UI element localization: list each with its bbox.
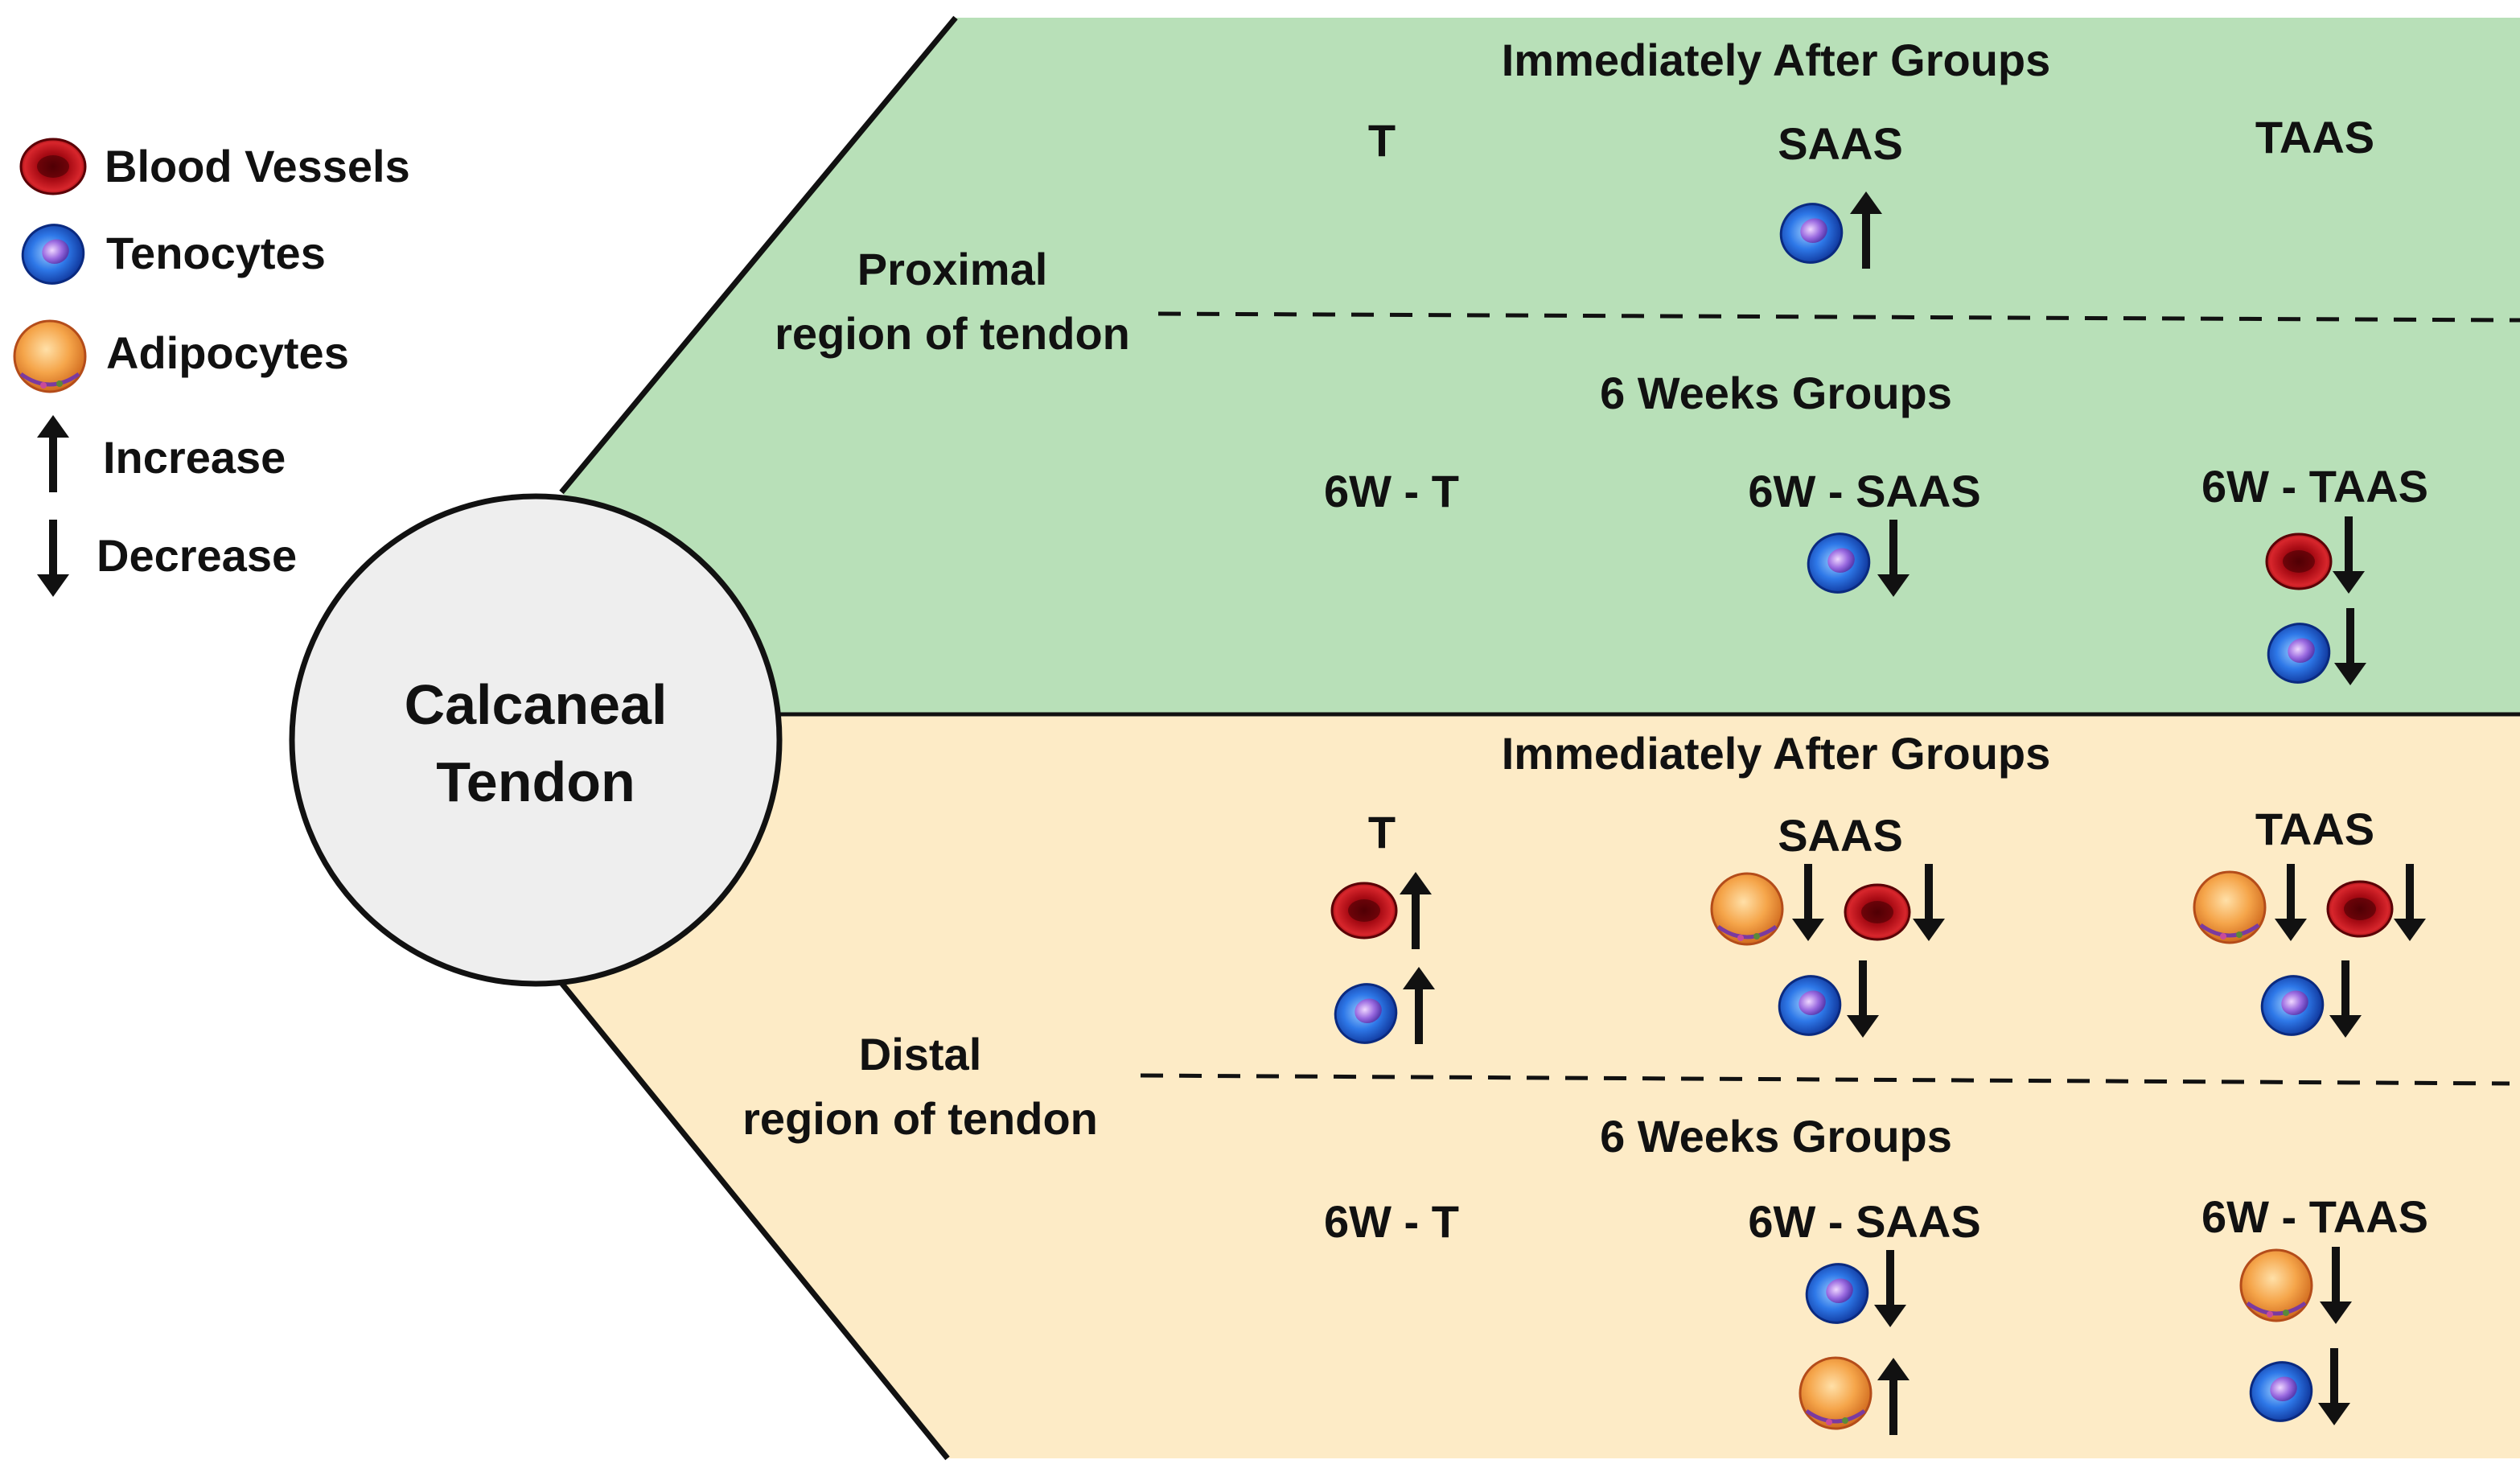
blood-vessel-icon bbox=[1330, 882, 1398, 940]
distal-immediate-group-taas: TAAS bbox=[2255, 804, 2374, 854]
tenocyte-icon bbox=[1778, 975, 1842, 1036]
increase-arrow-icon bbox=[37, 415, 69, 492]
decrease-arrow-icon bbox=[1877, 520, 1910, 597]
adipocyte-icon bbox=[1799, 1356, 1873, 1430]
legend: Blood Vessels Tenocytes Adipocytes Incre… bbox=[13, 138, 410, 597]
distal-6w-group-t: 6W - T bbox=[1324, 1196, 1459, 1247]
proximal-6w-group-t: 6W - T bbox=[1324, 466, 1459, 516]
legend-blood-vessels-label: Blood Vessels bbox=[105, 141, 410, 191]
decrease-arrow-icon bbox=[1792, 864, 1824, 941]
calcaneal-tendon-circle bbox=[289, 493, 783, 987]
distal-immediate-header: Immediately After Groups bbox=[1502, 728, 2051, 779]
proximal-region-label-line2: region of tendon bbox=[775, 308, 1130, 359]
center-label-line2: Tendon bbox=[436, 750, 635, 813]
legend-increase-label: Increase bbox=[103, 432, 286, 483]
decrease-arrow-icon bbox=[2320, 1247, 2352, 1324]
proximal-dashed-divider bbox=[1157, 311, 2520, 323]
proximal-immediate-group-saas: SAAS bbox=[1778, 118, 1903, 169]
increase-arrow-icon bbox=[1403, 967, 1435, 1044]
legend-decrease-label: Decrease bbox=[97, 530, 297, 581]
tenocyte-icon bbox=[1779, 203, 1844, 264]
decrease-arrow-icon bbox=[2329, 960, 2362, 1038]
distal-6w-group-taas: 6W - TAAS bbox=[2201, 1191, 2428, 1242]
tenocyte-icon bbox=[2249, 1361, 2313, 1422]
distal-immediate-group-t: T bbox=[1368, 807, 1396, 857]
decrease-arrow-icon bbox=[2333, 516, 2365, 594]
blood-vessel-icon bbox=[1844, 883, 1911, 941]
increase-arrow-icon bbox=[1877, 1358, 1910, 1435]
tenocyte-icon bbox=[1805, 1263, 1869, 1324]
proximal-region-panel bbox=[561, 18, 2520, 714]
decrease-arrow-icon bbox=[2394, 864, 2426, 941]
proximal-region-label-line1: Proximal bbox=[857, 244, 1048, 294]
distal-region-label-line2: region of tendon bbox=[742, 1093, 1098, 1144]
tenocyte-icon bbox=[1807, 533, 1871, 594]
proximal-6w-group-taas: 6W - TAAS bbox=[2201, 461, 2428, 512]
adipocyte-icon bbox=[2193, 870, 2267, 944]
blood-vessel-icon bbox=[2326, 880, 2394, 938]
distal-region-panel bbox=[561, 714, 2520, 1458]
decrease-arrow-icon bbox=[37, 520, 69, 597]
decrease-arrow-icon bbox=[2318, 1348, 2350, 1425]
decrease-arrow-icon bbox=[1847, 960, 1879, 1038]
tenocyte-icon bbox=[2267, 623, 2331, 684]
distal-region-label-line1: Distal bbox=[859, 1029, 982, 1079]
decrease-arrow-icon bbox=[1874, 1250, 1906, 1327]
blood-vessel-icon bbox=[19, 138, 87, 195]
decrease-arrow-icon bbox=[2275, 864, 2307, 941]
legend-adipocytes-label: Adipocytes bbox=[106, 327, 349, 378]
center-label-line1: Calcaneal bbox=[405, 673, 668, 736]
proximal-immediate-header: Immediately After Groups bbox=[1502, 35, 2051, 85]
proximal-6w-group-saas: 6W - SAAS bbox=[1748, 466, 1980, 516]
proximal-6w-header: 6 Weeks Groups bbox=[1600, 368, 1952, 418]
decrease-arrow-icon bbox=[2334, 608, 2366, 685]
decrease-arrow-icon bbox=[1913, 864, 1945, 941]
upper-boundary-line bbox=[559, 15, 958, 495]
adipocyte-icon bbox=[13, 319, 87, 393]
tenocyte-icon bbox=[1334, 983, 1398, 1044]
distal-immediate-group-saas: SAAS bbox=[1778, 810, 1903, 861]
proximal-immediate-group-t: T bbox=[1368, 115, 1396, 166]
increase-arrow-icon bbox=[1850, 191, 1882, 269]
proximal-immediate-group-taas: TAAS bbox=[2255, 112, 2374, 162]
distal-6w-header: 6 Weeks Groups bbox=[1600, 1111, 1952, 1162]
tenocyte-icon bbox=[2260, 975, 2325, 1036]
distal-6w-group-saas: 6W - SAAS bbox=[1748, 1196, 1980, 1247]
lower-boundary-line bbox=[559, 981, 950, 1461]
blood-vessel-icon bbox=[2265, 533, 2333, 590]
legend-tenocytes-label: Tenocytes bbox=[106, 228, 326, 278]
distal-dashed-divider bbox=[1140, 1073, 2510, 1086]
increase-arrow-icon bbox=[1400, 872, 1432, 949]
adipocyte-icon bbox=[1710, 872, 1784, 946]
adipocyte-icon bbox=[2239, 1248, 2313, 1322]
tenocyte-icon bbox=[21, 224, 85, 285]
